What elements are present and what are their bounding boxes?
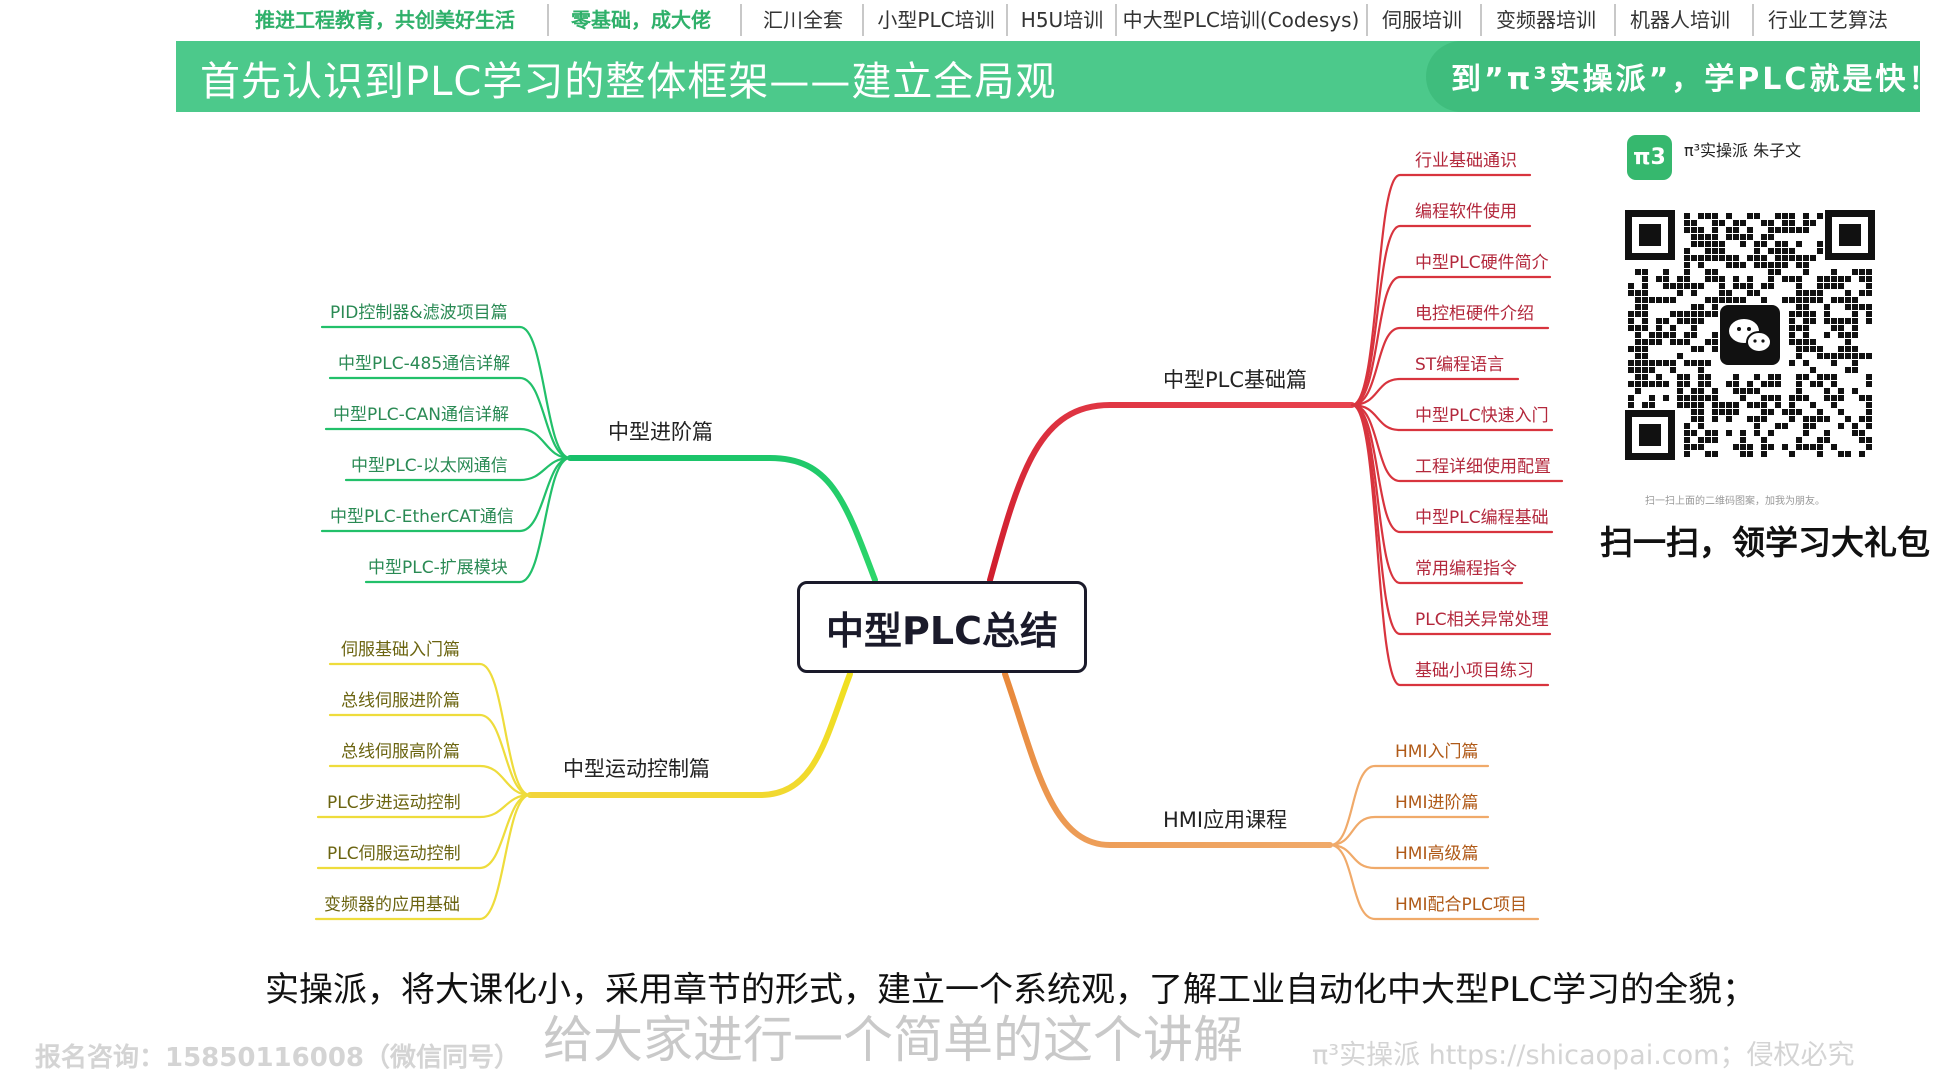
nav-separator [1752,4,1754,36]
title-banner: 首先认识到PLC学习的整体框架——建立全局观 到”π³实操派”，学PLC就是快！ [176,41,1938,112]
nav-separator [862,4,864,36]
leaf-connector [328,662,532,797]
leaf-item[interactable]: 基础小项目练习 [1415,661,1534,681]
nav-item-servo[interactable]: 伺服培训 [1382,8,1462,32]
footer-copyright: π³实操派 https://shicaopai.com；侵权必究 [1312,1040,1855,1071]
leaf-item[interactable]: PLC相关异常处理 [1415,610,1549,630]
nav-item-algorithms[interactable]: 行业工艺算法 [1768,8,1888,32]
nav-item-slogan-1[interactable]: 推进工程教育，共创美好生活 [255,8,515,32]
leaf-connector [1350,224,1532,407]
leaf-item[interactable]: 行业基础通识 [1415,151,1517,171]
branch-label-hmi[interactable]: HMI应用课程 [1163,808,1288,832]
leaf-item[interactable]: 总线伺服高阶篇 [341,742,460,762]
leaf-connector [1328,843,1540,921]
nav-separator [1366,4,1368,36]
leaf-item[interactable]: 中型PLC-CAN通信详解 [333,405,509,425]
leaf-connector [1350,377,1520,407]
leaf-item[interactable]: 中型PLC硬件简介 [1415,253,1549,273]
leaf-connector [1328,815,1490,847]
leaf-item[interactable]: HMI进阶篇 [1395,793,1479,813]
branch-line-hmi [1002,671,1333,848]
nav-separator [1480,4,1482,36]
leaf-item[interactable]: 电控柜硬件介绍 [1415,304,1534,324]
leaf-connector [1350,403,1554,432]
nav-item-h5u[interactable]: H5U培训 [1020,8,1104,32]
nav-item-inverter[interactable]: 变频器培训 [1496,8,1596,32]
leaf-item[interactable]: HMI入门篇 [1395,742,1479,762]
top-navigation: 推进工程教育，共创美好生活 零基础，成大佬 汇川全套 小型PLC培训 H5U培训… [0,0,1920,40]
leaf-connector [328,376,572,460]
leaf-connector [314,793,532,921]
leaf-connector [328,713,532,797]
leaf-connector [1328,764,1490,847]
leaf-item[interactable]: 常用编程指令 [1415,559,1517,579]
leaf-connector [316,793,532,819]
leaf-connector [364,456,572,584]
leaf-connector [328,764,532,797]
promo-text: 扫一扫，领学习大礼包 [1600,523,1930,562]
leaf-item[interactable]: PLC伺服运动控制 [327,844,461,864]
wechat-icon [1720,305,1780,365]
leaf-item[interactable]: 中型PLC编程基础 [1415,508,1549,528]
leaf-item[interactable]: 伺服基础入门篇 [341,640,460,660]
leaf-item[interactable]: 变频器的应用基础 [324,895,460,915]
nav-separator [547,4,549,36]
leaf-item[interactable]: 中型PLC-以太网通信 [351,456,508,476]
nav-item-slogan-2[interactable]: 零基础，成大佬 [571,8,711,32]
leaf-connector [1350,326,1550,407]
leaf-connector [1350,403,1550,687]
leaf-connector [320,456,572,533]
subtitle-line-1: 实操派，将大课化小，采用章节的形式，建立一个系统观，了解工业自动化中大型PLC学… [265,970,1757,1010]
branch-line-motion [527,671,853,798]
leaf-item[interactable]: PID控制器&滤波项目篇 [330,303,508,323]
nav-separator [1115,4,1117,36]
banner-slogan: 到”π³实操派”，学PLC就是快！ [1451,62,1941,97]
nav-item-robot[interactable]: 机器人培训 [1630,8,1730,32]
leaf-connector [316,793,532,870]
leaf-connector [320,325,572,460]
leaf-connector [344,456,572,482]
leaf-connector [1350,275,1552,407]
qr-caption: 扫一扫上面的二维码图案，加我为朋友。 [1645,496,1825,507]
leaf-item[interactable]: 中型PLC快速入门 [1415,406,1549,426]
branch-line-basics [987,402,1355,583]
leaf-connector [1350,173,1532,407]
leaf-item[interactable]: PLC步进运动控制 [327,793,461,813]
leaf-item[interactable]: 中型PLC-485通信详解 [338,354,511,374]
branch-line-advanced [567,455,878,583]
brand-logo: π3 [1627,135,1672,180]
leaf-connector [1350,403,1564,483]
account-name: π³实操派 朱子文 [1684,141,1802,160]
footer-contact: 报名咨询：15850116008（微信同号） [35,1043,520,1073]
slogan-pill [1426,41,1920,112]
leaf-connector [1350,403,1554,534]
leaf-item[interactable]: HMI配合PLC项目 [1395,895,1528,915]
mindmap-center-node[interactable]: 中型PLC总结 [797,581,1087,673]
nav-separator [1614,4,1616,36]
leaf-item[interactable]: ST编程语言 [1415,355,1505,375]
nav-item-small-plc[interactable]: 小型PLC培训 [877,8,995,32]
leaf-item[interactable]: 编程软件使用 [1415,202,1517,222]
page-title: 首先认识到PLC学习的整体框架——建立全局观 [200,59,1057,105]
leaf-item[interactable]: 工程详细使用配置 [1415,457,1551,477]
branch-label-basics[interactable]: 中型PLC基础篇 [1163,368,1308,392]
subtitle-line-2: 给大家进行一个简单的这个讲解 [543,1011,1243,1069]
nav-separator [1006,4,1008,36]
branch-label-advanced[interactable]: 中型进阶篇 [608,420,713,444]
leaf-item[interactable]: 中型PLC-扩展模块 [368,558,508,578]
leaf-item[interactable]: HMI高级篇 [1395,844,1479,864]
wechat-qr-code[interactable] [1625,210,1875,460]
nav-item-huichuan[interactable]: 汇川全套 [763,8,843,32]
leaf-item[interactable]: 中型PLC-EtherCAT通信 [330,507,514,527]
nav-item-codesys[interactable]: 中大型PLC培训(Codesys) [1122,8,1360,32]
leaf-connector [324,427,572,460]
leaf-connector [1328,843,1490,870]
leaf-item[interactable]: 总线伺服进阶篇 [341,691,460,711]
nav-separator [740,4,742,36]
branch-label-motion[interactable]: 中型运动控制篇 [563,757,710,781]
